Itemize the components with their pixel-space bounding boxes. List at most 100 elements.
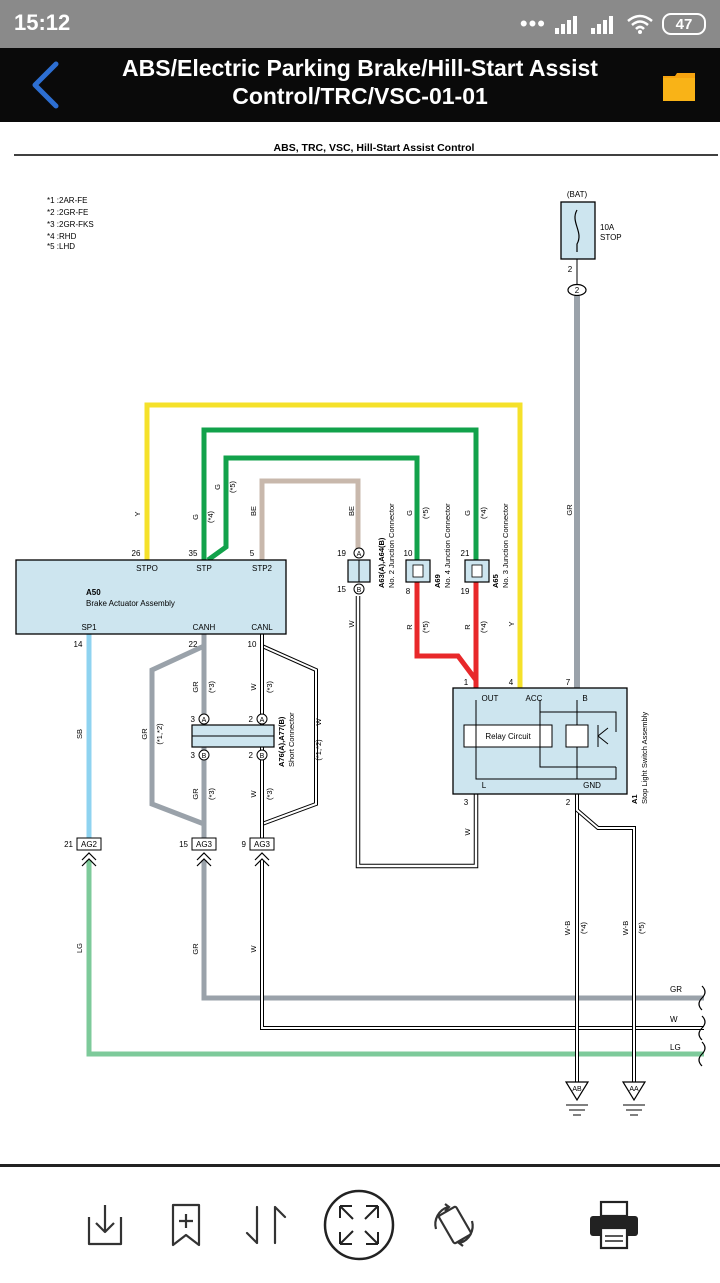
label-tag-5-d: (*5) (637, 921, 646, 934)
short-connector-code: A76(A),A77(B) (277, 716, 286, 767)
a50-code: A50 (86, 588, 101, 597)
print-icon (590, 1200, 638, 1250)
wire-g-rhd (201, 427, 479, 560)
download-icon (87, 1205, 123, 1246)
label-wire-r-1: R (405, 624, 414, 630)
label-wire-g-2: G (213, 484, 222, 490)
label-wire-gr-bat: GR (565, 504, 574, 516)
connector-ag3-canl-label: AG3 (254, 840, 271, 849)
sc-pin-b-r-label: B (260, 753, 265, 760)
label-tag-12-b: (*1,*2) (314, 739, 323, 761)
label-wire-gr-canh-2: GR (191, 788, 200, 800)
label-tag-5-b: (*5) (421, 506, 430, 519)
a1-num-7: 7 (566, 678, 571, 687)
a50-pin-stp: STP (196, 564, 212, 573)
a50-num-35: 35 (189, 549, 198, 558)
connector-ag3-canl (249, 837, 275, 851)
sc-num-3b: 3 (191, 751, 196, 760)
fuse-amp: 10A (600, 223, 615, 232)
label-wire-gr-bus: GR (191, 943, 200, 955)
label-wire-be-1: BE (249, 506, 258, 516)
a1-code: A1 (630, 794, 639, 804)
relay-circuit-label: Relay Circuit (485, 732, 531, 741)
folder-icon (663, 73, 695, 101)
a1-pin-l: L (482, 781, 487, 790)
signal-icon (591, 16, 613, 34)
a63-name: No. 2 Junction Connector (387, 503, 396, 588)
a65-name: No. 3 Junction Connector (501, 503, 510, 588)
bottom-toolbar (0, 1164, 720, 1283)
fuse-pin: 2 (568, 265, 573, 274)
sc-num-2a: 2 (249, 715, 254, 724)
connector-ag2 (76, 837, 102, 851)
a63-pin-b-label: B (357, 587, 362, 594)
a63-pin-a-label: A (357, 551, 362, 558)
a1-num-3: 3 (464, 798, 469, 807)
a50-num-14: 14 (74, 640, 83, 649)
label-wire-lg: LG (75, 943, 84, 953)
status-icons: ••• 47 (520, 8, 706, 40)
a50-num-5: 5 (250, 549, 255, 558)
ground-aa-label: AA (629, 1086, 639, 1093)
ag3-canh-num: 15 (179, 840, 188, 849)
back-button[interactable] (20, 58, 70, 112)
label-tag-4-d: (*4) (579, 921, 588, 934)
a50-num-22: 22 (189, 640, 198, 649)
note-2: *2 :2GR-FE (47, 208, 88, 217)
wire-w-bus (261, 860, 704, 1029)
diagram-heading: ABS, TRC, VSC, Hill-Start Assist Control (274, 142, 475, 154)
more-dots-icon: ••• (519, 11, 546, 36)
a1-pin-gnd: GND (583, 781, 601, 790)
status-bar: 15:12 ••• 47 (0, 0, 720, 48)
a63-code: A63(A),A64(B) (377, 537, 386, 588)
label-wire-w-2: W (463, 828, 472, 836)
a69-slot (412, 564, 424, 578)
label-wire-be-2: BE (347, 506, 356, 516)
download-button[interactable] (82, 1185, 128, 1265)
print-button[interactable] (586, 1185, 642, 1265)
a1-num-4: 4 (509, 678, 514, 687)
sort-button[interactable] (242, 1185, 290, 1265)
fullscreen-icon (323, 1189, 395, 1261)
ground-aa-icon (621, 1081, 647, 1102)
wire-w (356, 596, 478, 868)
a1-num-1: 1 (464, 678, 469, 687)
wire-break-icon (698, 985, 706, 1067)
sort-icon (245, 1205, 287, 1245)
a50-num-26: 26 (132, 549, 141, 558)
wire-lg (86, 860, 704, 1057)
folder-button[interactable] (652, 60, 706, 112)
fullscreen-button[interactable] (322, 1179, 396, 1271)
status-time: 15:12 (14, 10, 71, 35)
ground-aa-lines (623, 1104, 645, 1116)
label-wire-w-loop: W (314, 718, 323, 726)
a1-name: Stop Light Switch Assembly (640, 712, 649, 804)
note-4: *4 :RHD (47, 232, 77, 241)
bus-label-lg: LG (670, 1043, 681, 1052)
wiring-diagram[interactable]: ABS, TRC, VSC, Hill-Start Assist Control… (0, 122, 720, 1162)
rotate-button[interactable] (426, 1185, 482, 1265)
ag3-canh-chevron-icon (196, 852, 212, 867)
fuse-icon (574, 209, 580, 252)
a63-pin-b (353, 583, 365, 595)
a1-num-2: 2 (566, 798, 571, 807)
label-wire-w-1: W (347, 620, 356, 628)
sc-num-3a: 3 (191, 715, 196, 724)
bookmark-add-icon (171, 1203, 201, 1247)
bookmark-add-button[interactable] (164, 1185, 208, 1265)
title-line-2: Control/TRC/VSC-01-01 (232, 83, 488, 109)
a50-pin-canh: CANH (193, 623, 216, 632)
ag3-canl-chevron-icon (254, 852, 270, 867)
brake-actuator-assembly (15, 559, 287, 635)
label-tag-4-c: (*4) (479, 620, 488, 633)
a69-num-8: 8 (406, 587, 411, 596)
sc-pin-a-r-label: A (260, 717, 265, 724)
wire-be (259, 478, 361, 560)
bus-label-w: W (670, 1015, 678, 1024)
title-line-1: ABS/Electric Parking Brake/Hill-Start As… (122, 55, 598, 81)
a1-pin-b: B (582, 694, 587, 703)
a1-internal-wiring (475, 700, 617, 780)
a63-num-19: 19 (337, 549, 346, 558)
fuse-name: STOP (600, 233, 622, 242)
a63-num-15: 15 (337, 585, 346, 594)
